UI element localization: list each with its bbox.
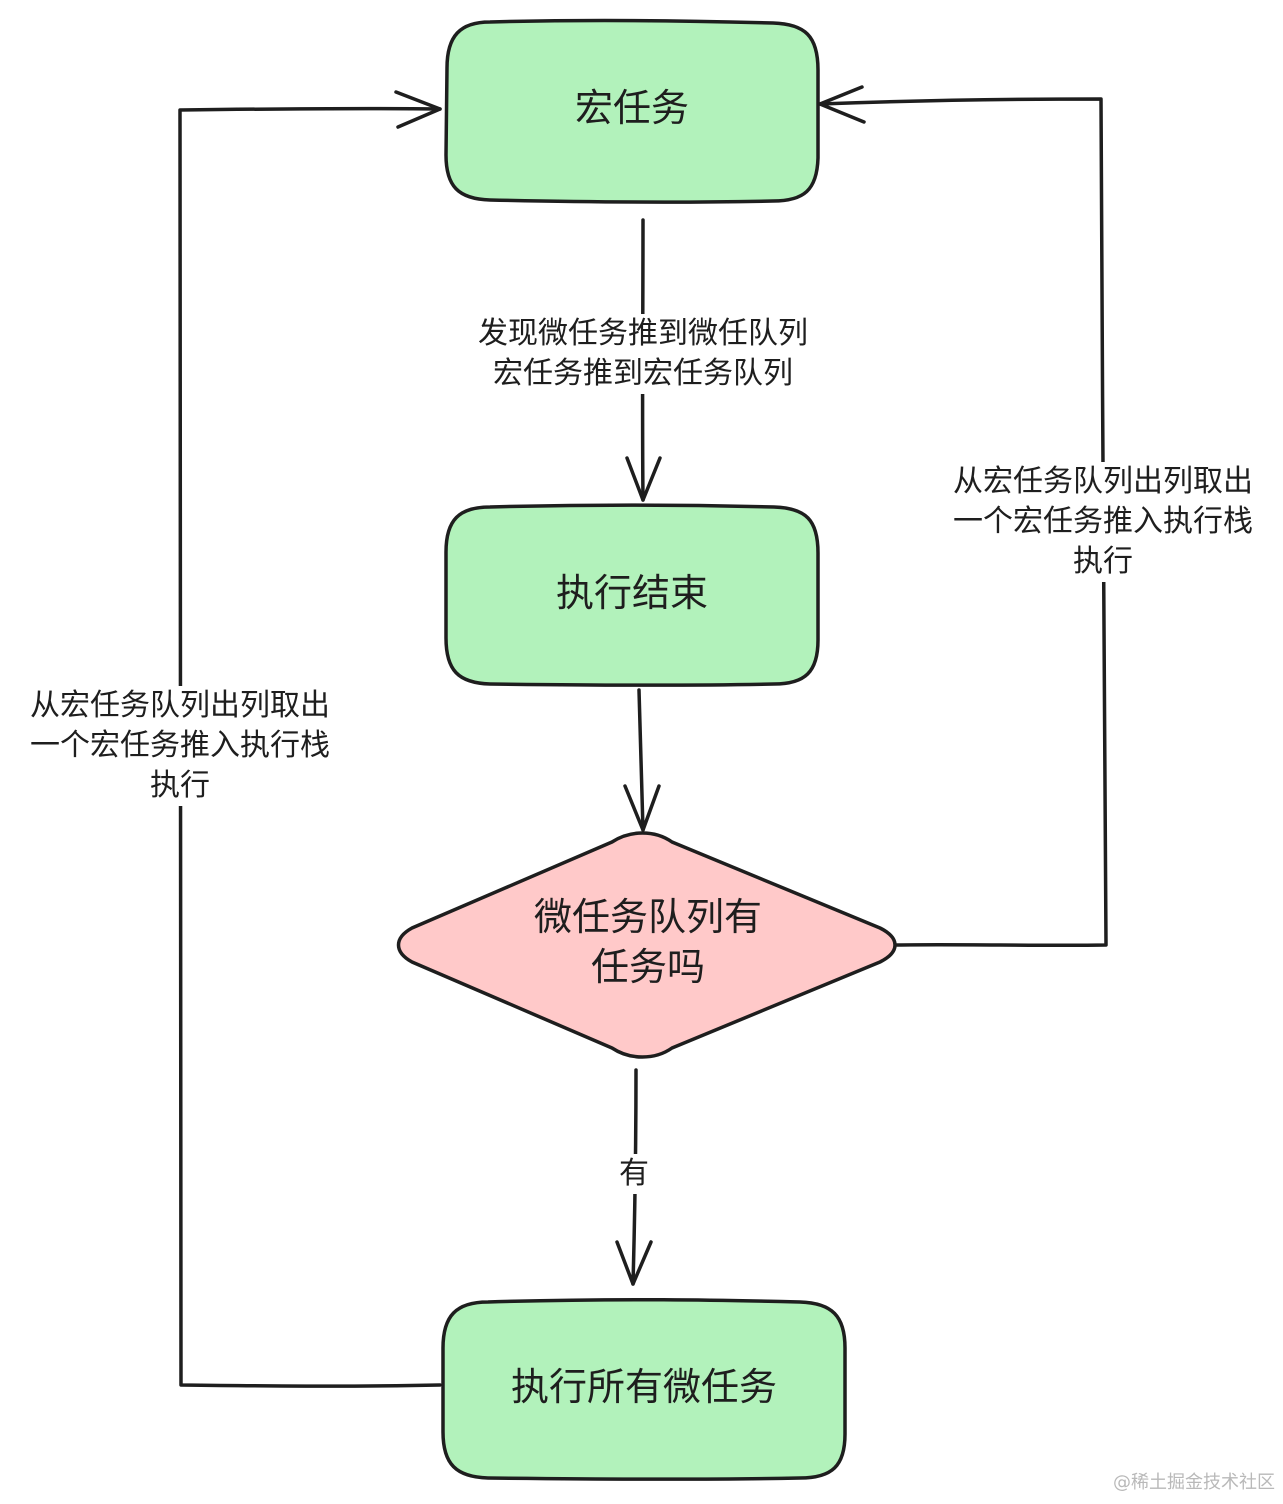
edge-check-yes-label: 有	[612, 1154, 656, 1194]
edge-macro-to-end-label: 发现微任务推到微任队列 宏任务推到宏任务队列	[443, 314, 843, 394]
edge-check-no-label: 从宏任务队列出列取出 一个宏任务推入执行栈 执行	[936, 462, 1270, 582]
watermark: @稀土掘金技术社区	[1113, 1468, 1275, 1494]
edge-micro-to-macro-label: 从宏任务队列出列取出 一个宏任务推入执行栈 执行	[12, 686, 348, 806]
node-exec-end-label: 执行结束	[446, 568, 818, 618]
node-micro-check-label: 微任务队列有 任务吗	[470, 892, 826, 992]
node-macro-task-label: 宏任务	[446, 83, 818, 133]
edge-end-to-check-line	[639, 690, 643, 830]
node-exec-micro-label: 执行所有微任务	[443, 1362, 845, 1412]
